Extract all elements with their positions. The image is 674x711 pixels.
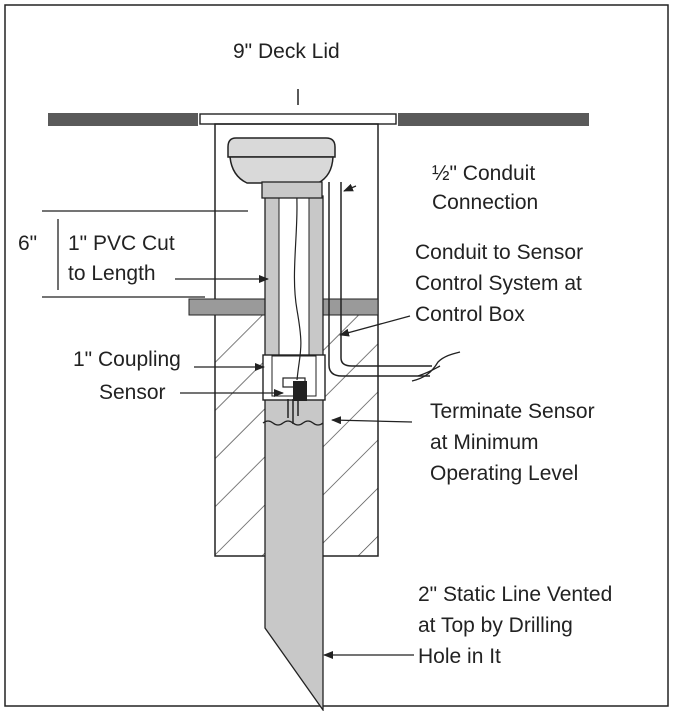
deck-left: [48, 113, 198, 126]
label-sensor: Sensor: [99, 381, 166, 404]
conduit-break-2: [417, 365, 441, 377]
label-pvc-cut-2: to Length: [68, 262, 156, 285]
label-terminate-1: Terminate Sensor: [430, 400, 595, 423]
label-static-line-1: 2" Static Line Vented: [418, 583, 612, 606]
leader-conduit-to-sensor: [339, 315, 411, 337]
label-coupling: 1" Coupling: [73, 348, 181, 371]
leader-terminate: [331, 416, 413, 425]
sensor-wire: [293, 179, 302, 381]
label-dimension-6in: 6": [18, 232, 37, 255]
sensor-cap-collar: [261, 181, 323, 199]
label-conduit-to-sensor-2: Control System at: [415, 272, 582, 295]
leader-conduit-connection: [343, 183, 357, 192]
sensor-body: [293, 381, 307, 401]
sensor-cap-skirt: [229, 156, 334, 184]
label-conduit-connection-1: ½" Conduit: [432, 162, 535, 185]
label-terminate-3: Operating Level: [430, 462, 578, 485]
label-terminate-2: at Minimum: [430, 431, 539, 454]
label-conduit-to-sensor-1: Conduit to Sensor: [415, 241, 583, 264]
sensor-cap-top: [227, 137, 336, 158]
conduit-inner: [340, 182, 432, 367]
label-conduit-to-sensor-3: Control Box: [415, 303, 525, 326]
deck-right: [398, 113, 589, 126]
label-conduit-connection-2: Connection: [432, 191, 538, 214]
deck-lid-plate: [199, 113, 397, 125]
label-static-line-2: at Top by Drilling: [418, 614, 573, 637]
conduit-break: [411, 351, 461, 382]
water-level-line: [262, 420, 324, 426]
label-deck-lid: 9" Deck Lid: [233, 40, 340, 63]
conduit-outer: [328, 182, 430, 377]
label-pvc-cut-1: 1" PVC Cut: [68, 232, 175, 255]
label-static-line-3: Hole in It: [418, 645, 501, 668]
